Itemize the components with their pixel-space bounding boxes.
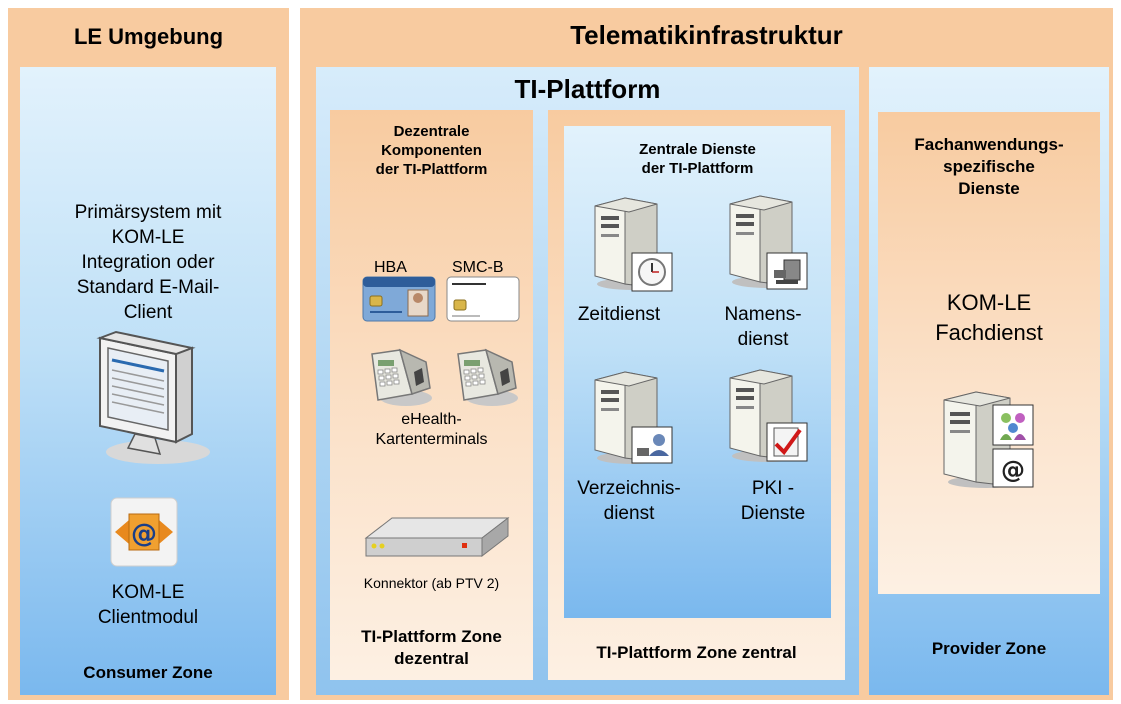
verzeichnisdienst-label: Verzeichnis- dienst <box>577 478 681 524</box>
smcb-label: SMC-B <box>452 259 504 276</box>
svg-text:@: @ <box>1001 456 1025 484</box>
directory-icon <box>766 252 808 290</box>
email-module-icon: @ <box>110 497 178 567</box>
terminals-label: eHealth- Kartenterminals <box>375 411 488 448</box>
fachanwendung-heading: Fachanwendungs- spezifische Dienste <box>914 135 1064 198</box>
smcb-card-icon <box>446 276 520 322</box>
clock-icon <box>631 252 673 292</box>
hba-card-icon <box>362 276 436 322</box>
le-umgebung-title: LE Umgebung <box>73 24 224 49</box>
komle-fachdienst-label: KOM-LE Fachdienst <box>935 290 1043 345</box>
provider-zone-label: Provider Zone <box>931 639 1047 658</box>
zentral-heading: Zentrale Dienste der TI-Plattform <box>639 141 756 177</box>
komle-clientmodul-label: KOM-LE Clientmodul <box>97 582 199 628</box>
at-sign-icon: @ <box>992 448 1034 488</box>
users-icon <box>992 404 1034 446</box>
monitor-icon <box>96 330 210 464</box>
certificate-icon <box>766 422 808 462</box>
konnektor-label: Konnektor (ab PTV 2) <box>363 575 500 591</box>
svg-text:@: @ <box>131 519 157 549</box>
hba-label: HBA <box>374 259 407 276</box>
pki-dienste-label: PKI - Dienste <box>740 478 806 524</box>
ti-plattform-title: TI-Plattform <box>514 74 661 104</box>
namensdienst-label: Namens- dienst <box>724 304 802 350</box>
zeitdienst-label: Zeitdienst <box>577 304 661 325</box>
dezentral-zone-label: TI-Plattform Zone dezentral <box>361 627 502 668</box>
directory-icon <box>631 426 673 464</box>
consumer-zone-label: Consumer Zone <box>83 663 213 682</box>
telematikinfrastruktur-title: Telematikinfrastruktur <box>570 20 843 50</box>
card-terminal-icon <box>371 348 432 406</box>
card-terminal-icon <box>457 348 518 406</box>
konnektor-icon <box>364 516 510 558</box>
primary-system-label: Primärsystem mit KOM-LE Integration oder… <box>74 202 222 323</box>
zentral-zone-label: TI-Plattform Zone zentral <box>596 643 797 662</box>
fachdienst-box <box>878 112 1100 594</box>
dezentral-heading: Dezentrale Komponenten der TI-Plattform <box>375 123 488 178</box>
